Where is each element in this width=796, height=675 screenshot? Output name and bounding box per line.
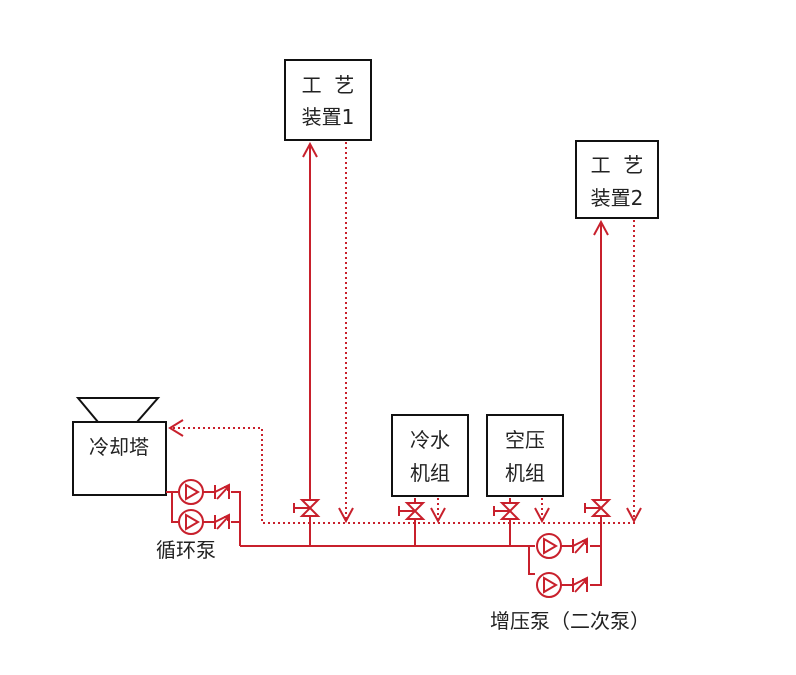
booster-discharge-manifold <box>590 512 602 586</box>
circulation-pump-2[interactable] <box>178 509 230 535</box>
booster-pump-label: 增压泵（二次泵） <box>490 609 650 633</box>
circulation-pump-1[interactable] <box>178 479 230 505</box>
gate-valve-air-compressor[interactable] <box>493 502 521 520</box>
supply-arrow-process-unit-1 <box>302 141 318 158</box>
gate-valve-process-unit-2[interactable] <box>584 499 612 517</box>
air-compressor-label-line1: 空压 <box>505 428 545 452</box>
cooling-tower-label: 冷却塔 <box>89 435 149 459</box>
return-piping <box>168 142 642 524</box>
cooling-tower-fan-hood <box>75 397 161 423</box>
process-unit-1-label-line1: 工 艺 <box>302 73 355 97</box>
supply-arrow-process-unit-2 <box>593 219 609 236</box>
gate-valve-chiller[interactable] <box>398 502 426 520</box>
process-unit-2-label-line2: 装置2 <box>591 186 644 210</box>
return-header <box>170 427 635 524</box>
check-valve-icon <box>572 576 588 593</box>
gate-valve-process-unit-1[interactable] <box>293 499 321 517</box>
circulation-pump-label: 循环泵 <box>156 538 216 562</box>
air-compressor-label-line2: 机组 <box>505 461 545 485</box>
check-valve-icon <box>214 513 230 530</box>
cooling-tower-body <box>72 421 167 496</box>
return-arrow-cooling-tower <box>168 419 184 437</box>
booster-pump-2[interactable] <box>536 572 588 598</box>
process-unit-2: 工 艺 装置2 <box>575 140 659 219</box>
air-compressor-unit-box <box>486 414 564 497</box>
pump-suction-manifold <box>166 491 178 523</box>
supply-header <box>240 545 535 575</box>
supply-piping <box>166 141 609 586</box>
booster-pump-1[interactable] <box>536 533 588 559</box>
process-unit-1-box <box>284 59 372 141</box>
air-compressor-unit: 空压 机组 <box>486 414 564 497</box>
process-unit-2-box <box>575 140 659 219</box>
chiller-label-line1: 冷水 <box>410 428 450 452</box>
return-arrow-process-unit-2 <box>626 507 642 524</box>
chiller-unit-box <box>391 414 469 497</box>
check-valve-icon <box>214 483 230 500</box>
return-arrow-chiller <box>430 507 446 524</box>
process-unit-1: 工 艺 装置1 <box>284 59 372 141</box>
pump-discharge-manifold <box>231 491 241 546</box>
return-arrow-air-compressor <box>534 507 550 524</box>
cooling-tower: 冷却塔 <box>72 397 167 496</box>
process-unit-1-label-line2: 装置1 <box>302 105 355 129</box>
chiller-label-line2: 机组 <box>410 461 450 485</box>
chiller-unit: 冷水 机组 <box>391 414 469 497</box>
process-unit-2-label-line1: 工 艺 <box>591 153 644 177</box>
return-arrow-process-unit-1 <box>338 507 354 524</box>
check-valve-icon <box>572 537 588 554</box>
